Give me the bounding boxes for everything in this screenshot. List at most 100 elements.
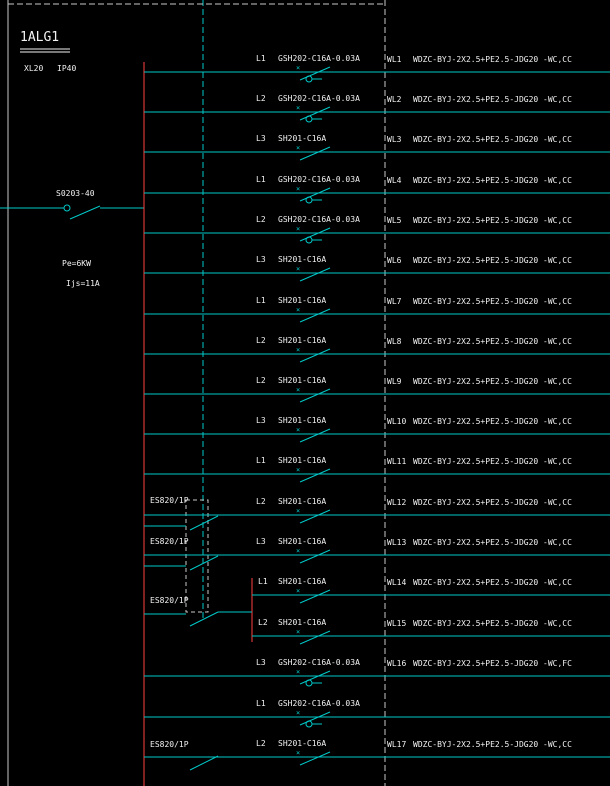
- breaker-blade: [299, 428, 331, 443]
- breaker-blade: [299, 711, 331, 726]
- phase-label: L3: [256, 416, 266, 425]
- phase-label: L2: [256, 739, 266, 748]
- branch-breaker-blade: [189, 555, 219, 571]
- cable-spec: WDZC-BYJ-2X2.5+PE2.5-JDG20 -WC,CC: [413, 176, 572, 185]
- circuit-number: WL5: [387, 216, 402, 225]
- breaker-contact-mark: ×: [296, 628, 300, 636]
- breaker-blade: [299, 267, 331, 282]
- cable-spec: WDZC-BYJ-2X2.5+PE2.5-JDG20 -WC,CC: [413, 740, 572, 749]
- cable-spec: WDZC-BYJ-2X2.5+PE2.5-JDG20 -WC,CC: [413, 619, 572, 628]
- circuit-number: WL6: [387, 256, 402, 265]
- rcd-trip-symbol: [305, 75, 313, 83]
- main-breaker-contact: [63, 204, 71, 212]
- breaker-contact-mark: ×: [296, 507, 300, 515]
- breaker-model: SH201-C16A: [278, 296, 327, 305]
- breaker-model: GSH202-C16A-0.03A: [278, 699, 360, 708]
- circuit-number: WL7: [387, 297, 402, 306]
- phase-label: L1: [258, 577, 268, 586]
- breaker-model: SH201-C16A: [278, 739, 327, 748]
- rcd-trip-symbol: [305, 236, 313, 244]
- breaker-contact-mark: ×: [296, 587, 300, 595]
- breaker-blade: [299, 227, 331, 242]
- breaker-blade: [299, 630, 331, 645]
- breaker-model: GSH202-C16A-0.03A: [278, 54, 360, 63]
- breaker-model: SH201-C16A: [278, 577, 327, 586]
- breaker-blade: [299, 751, 331, 766]
- breaker-model: SH201-C16A: [278, 618, 327, 627]
- breaker-contact-mark: ×: [296, 466, 300, 474]
- circuit-number: WL1: [387, 55, 402, 64]
- circuit-number: WL2: [387, 95, 402, 104]
- breaker-blade: [299, 509, 331, 524]
- cable-spec: WDZC-BYJ-2X2.5+PE2.5-JDG20 -WC,CC: [413, 377, 572, 386]
- phase-label: L2: [258, 618, 268, 627]
- breaker-model: SH201-C16A: [278, 537, 327, 546]
- breaker-blade: [299, 388, 331, 403]
- cable-spec: WDZC-BYJ-2X2.5+PE2.5-JDG20 -WC,CC: [413, 578, 572, 587]
- cable-spec: WDZC-BYJ-2X2.5+PE2.5-JDG20 -WC,CC: [413, 216, 572, 225]
- breaker-blade: [299, 468, 331, 483]
- rcd-trip-symbol: [305, 679, 313, 687]
- breaker-blade: [299, 549, 331, 564]
- branch-breaker-label: ES820/1P: [150, 596, 189, 605]
- cable-spec: WDZC-BYJ-2X2.5+PE2.5-JDG20 -WC,CC: [413, 55, 572, 64]
- breaker-contact-mark: ×: [296, 386, 300, 394]
- breaker-blade: [299, 66, 331, 81]
- breaker-contact-mark: ×: [296, 64, 300, 72]
- phase-label: L2: [256, 497, 266, 506]
- circuit-number: WL11: [387, 457, 407, 466]
- cable-spec: WDZC-BYJ-2X2.5+PE2.5-JDG20 -WC,CC: [413, 498, 572, 507]
- breaker-blade: [299, 187, 331, 202]
- phase-label: L1: [256, 175, 266, 184]
- phase-label: L1: [256, 296, 266, 305]
- circuit-number: WL14: [387, 578, 407, 587]
- breaker-model: GSH202-C16A-0.03A: [278, 175, 360, 184]
- breaker-model: SH201-C16A: [278, 416, 327, 425]
- breaker-contact-mark: ×: [296, 547, 300, 555]
- breaker-model: SH201-C16A: [278, 497, 327, 506]
- installed-power-label: Pe=6KW: [62, 259, 91, 268]
- circuit-number: WL13: [387, 538, 407, 547]
- branch-breaker-label: ES820/1P: [150, 740, 189, 749]
- breaker-model: SH201-C16A: [278, 134, 327, 143]
- circuit-number: WL3: [387, 135, 402, 144]
- cable-spec: WDZC-BYJ-2X2.5+PE2.5-JDG20 -WC,CC: [413, 417, 572, 426]
- cable-spec: WDZC-BYJ-2X2.5+PE2.5-JDG20 -WC,CC: [413, 135, 572, 144]
- enclosure-model: XL20: [24, 64, 44, 73]
- calculated-current-label: Ijs=11A: [66, 279, 100, 288]
- rcd-trip-symbol: [305, 115, 313, 123]
- cable-spec: WDZC-BYJ-2X2.5+PE2.5-JDG20 -WC,CC: [413, 297, 572, 306]
- breaker-blade: [299, 670, 331, 685]
- cable-spec: WDZC-BYJ-2X2.5+PE2.5-JDG20 -WC,CC: [413, 337, 572, 346]
- breaker-contact-mark: ×: [296, 144, 300, 152]
- phase-label: L2: [256, 215, 266, 224]
- phase-label: L1: [256, 699, 266, 708]
- protection-rating: IP40: [57, 64, 77, 73]
- branch-breaker-blade: [189, 755, 219, 771]
- circuit-number: WL16: [387, 659, 407, 668]
- phase-label: L3: [256, 537, 266, 546]
- breaker-model: SH201-C16A: [278, 456, 327, 465]
- breaker-blade: [299, 146, 331, 161]
- circuit-number: WL15: [387, 619, 407, 628]
- breaker-contact-mark: ×: [296, 185, 300, 193]
- breaker-contact-mark: ×: [296, 346, 300, 354]
- breaker-contact-mark: ×: [296, 104, 300, 112]
- circuit-number: WL10: [387, 417, 407, 426]
- breaker-contact-mark: ×: [296, 225, 300, 233]
- circuit-number: WL17: [387, 740, 407, 749]
- circuit-number: WL4: [387, 176, 402, 185]
- breaker-model: SH201-C16A: [278, 376, 327, 385]
- branch-breaker-frame: [185, 499, 209, 613]
- cable-spec: WDZC-BYJ-2X2.5+PE2.5-JDG20 -WC,CC: [413, 538, 572, 547]
- branch-breaker-blade: [189, 515, 219, 531]
- rcd-trip-symbol: [305, 720, 313, 728]
- phase-label: L3: [256, 134, 266, 143]
- cable-spec: WDZC-BYJ-2X2.5+PE2.5-JDG20 -WC,CC: [413, 95, 572, 104]
- breaker-blade: [299, 106, 331, 121]
- phase-label: L1: [256, 54, 266, 63]
- panel-name: 1ALG1: [20, 30, 60, 45]
- main-breaker-blade: [69, 205, 101, 220]
- phase-label: L1: [256, 456, 266, 465]
